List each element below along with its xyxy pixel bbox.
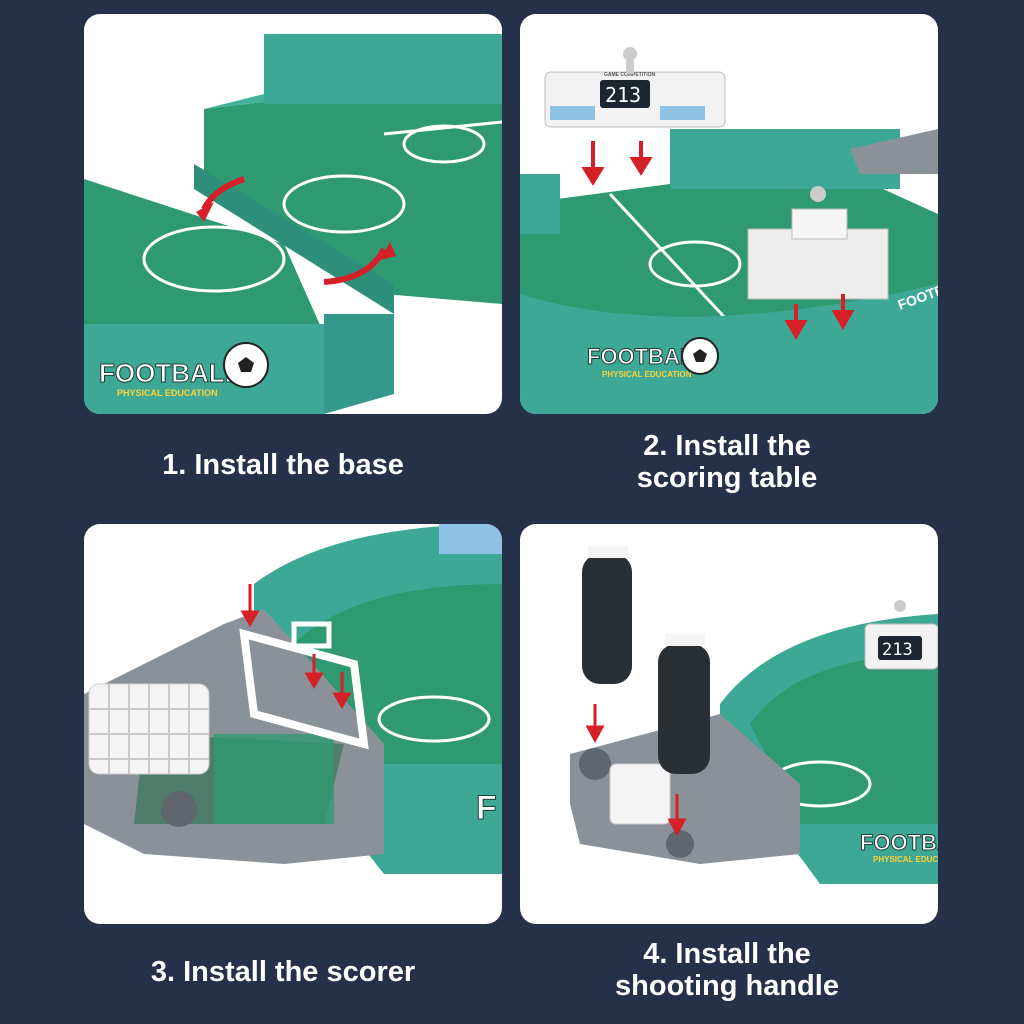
scoreboard-title: GAME COMPETITION	[604, 72, 656, 78]
install-arrows	[581, 141, 855, 341]
trophy-icon-2	[810, 186, 826, 202]
step-2-caption-line-1: 2. Install the	[643, 430, 811, 462]
shooting-handle-left	[582, 554, 632, 684]
brand-tagline-2: PHYSICAL EDUCATION	[602, 370, 692, 379]
shooting-handle-illustration: 213 FOOTBALL PHYSICAL EDUCATION	[570, 546, 938, 884]
step-3-caption-line: 3. Install the scorer	[150, 956, 416, 988]
trophy-icon	[623, 47, 637, 61]
brand-tagline-4: PHYSICAL EDUCATION	[873, 855, 938, 864]
step-4-caption: 4. Install the shooting handle	[518, 938, 936, 1002]
step-1-caption-line: 1. Install the base	[162, 449, 404, 481]
brand-logo-text: FOOTBALL	[99, 358, 241, 388]
step-2-caption-line-2: scoring table	[636, 462, 818, 494]
scorer-illustration: F	[84, 524, 502, 874]
trophy-icon-4	[894, 600, 906, 612]
step-4-caption-line-2: shooting handle	[615, 970, 839, 1002]
step-3-image: F	[84, 524, 502, 924]
install-arrows-3	[240, 584, 352, 709]
step-1-image: FOOTBALL PHYSICAL EDUCATION	[84, 14, 502, 414]
brand-logo-text-4: FOOTBALL	[860, 830, 938, 855]
scoring-table-illustration: 213 GAME COMPETITION FOOTBALL PHYSICAL E…	[520, 47, 938, 414]
step-4-caption-line-1: 4. Install the	[643, 938, 811, 970]
step-3-caption: 3. Install the scorer	[74, 956, 492, 988]
brand-tagline: PHYSICAL EDUCATION	[117, 388, 218, 398]
step-1-caption: 1. Install the base	[74, 449, 492, 481]
scoreboard-score-4: 213	[882, 640, 913, 660]
step-2-image: 213 GAME COMPETITION FOOTBALL PHYSICAL E…	[520, 14, 938, 414]
step-4-image: 213 FOOTBALL PHYSICAL EDUCATION	[520, 524, 938, 924]
brand-logo-text-3: F	[476, 789, 497, 827]
base-assembly-illustration: FOOTBALL PHYSICAL EDUCATION	[84, 34, 502, 414]
step-2-caption: 2. Install the scoring table	[518, 430, 936, 494]
shooting-handle-right	[658, 644, 710, 774]
install-arrows-4	[585, 704, 687, 837]
scoreboard-score: 213	[605, 83, 641, 107]
